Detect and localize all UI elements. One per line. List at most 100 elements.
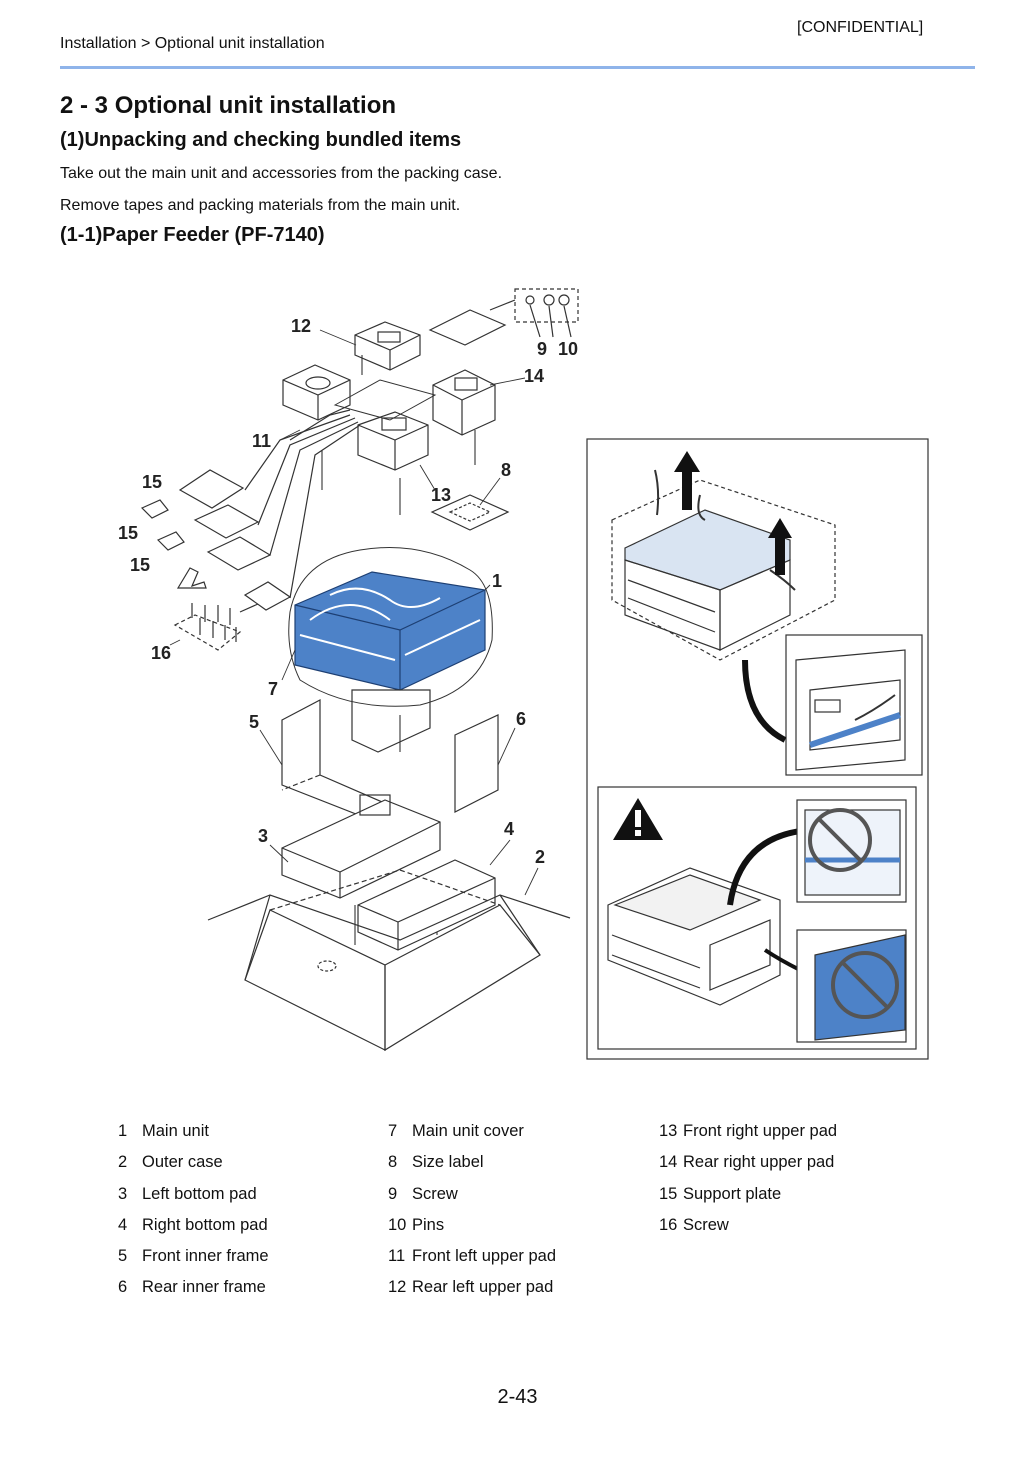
legend-item: 8 Size label xyxy=(388,1153,556,1184)
lifting-inset xyxy=(586,438,929,1060)
legend-column-3: 13 Front right upper pad 14 Rear right upp… xyxy=(659,1122,837,1247)
callout-15a: 15 xyxy=(142,472,162,492)
legend-item: 3 Left bottom pad xyxy=(118,1185,269,1216)
legend-item: 9 Screw xyxy=(388,1185,556,1216)
legend-number: 15 xyxy=(659,1184,678,1203)
callout-leaders xyxy=(169,329,539,896)
legend-number: 3 xyxy=(118,1184,128,1203)
page-number: 2-43 xyxy=(497,1386,538,1408)
upper-pad-12 xyxy=(354,321,421,371)
legend-number: 8 xyxy=(388,1153,398,1172)
legend-number: 11 xyxy=(388,1247,406,1266)
callout-7: 7 xyxy=(268,679,278,699)
legend-label: Rear left upper pad xyxy=(412,1278,554,1297)
callout-10: 10 xyxy=(558,339,578,359)
legend-number: 1 xyxy=(118,1122,128,1140)
callout-9: 9 xyxy=(537,339,547,359)
legend-label: Left bottom pad xyxy=(142,1184,257,1203)
header-rule xyxy=(60,66,975,69)
legend-number: 10 xyxy=(388,1215,407,1234)
callout-5: 5 xyxy=(249,712,259,732)
callout-15b: 15 xyxy=(118,523,138,543)
support-plate-c xyxy=(176,567,207,589)
bag-sheet xyxy=(428,309,507,346)
legend-number: 6 xyxy=(118,1278,128,1297)
sheet-a xyxy=(178,469,245,509)
subsection-title: (1)Unpacking and checking bundled items xyxy=(60,129,462,151)
legend-number: 16 xyxy=(659,1215,678,1234)
legend-item: 13 Front right upper pad xyxy=(659,1122,837,1153)
callout-numbers: 12 9 10 14 11 8 15 13 15 15 1 16 7 5 6 3… xyxy=(118,316,578,867)
sheet-b xyxy=(193,504,260,539)
legend-label: Front left upper pad xyxy=(412,1247,557,1266)
legend-label: Rear inner frame xyxy=(142,1278,266,1297)
callout-16: 16 xyxy=(151,643,171,663)
callout-4: 4 xyxy=(504,819,514,839)
legend-item: 5 Front inner frame xyxy=(118,1247,269,1278)
section-title: 2 - 3 Optional unit installation xyxy=(60,92,397,119)
legend-label: Size label xyxy=(412,1153,484,1172)
callout-13: 13 xyxy=(431,485,451,505)
lift-up-arrows xyxy=(674,451,792,575)
legend-item: 12 Rear left upper pad xyxy=(388,1278,556,1309)
legend-number: 9 xyxy=(388,1184,398,1203)
legend-item: 15 Support plate xyxy=(659,1185,837,1216)
packing-diagram: 12 9 10 14 11 8 15 13 15 15 1 16 7 5 6 3… xyxy=(118,288,929,1060)
legend-number: 5 xyxy=(118,1247,128,1266)
legend-label: Support plate xyxy=(683,1184,782,1203)
main-unit xyxy=(294,571,486,691)
paragraph-unpack: Take out the main unit and accessories f… xyxy=(60,165,503,182)
upper-pad-14 xyxy=(432,369,496,436)
callout-15c: 15 xyxy=(130,555,150,575)
callout-6: 6 xyxy=(516,709,526,729)
paragraph-remove-tapes: Remove tapes and packing materials from … xyxy=(60,197,461,214)
callout-2: 2 xyxy=(535,847,545,867)
rear-inner-frame xyxy=(351,689,431,753)
legend-item: 11 Front left upper pad xyxy=(388,1247,556,1278)
legend-label: Outer case xyxy=(142,1153,223,1172)
callout-8: 8 xyxy=(501,460,511,480)
outer-case xyxy=(207,869,571,1052)
exploded-view xyxy=(140,288,579,1052)
lift-illustration xyxy=(611,469,836,661)
sub-subsection-title: (1-1)Paper Feeder (PF-7140) xyxy=(60,224,325,246)
callout-12: 12 xyxy=(291,316,311,336)
legend-item: 14 Rear right upper pad xyxy=(659,1153,837,1184)
legend-number: 2 xyxy=(118,1153,128,1172)
screw-pin-group xyxy=(489,288,579,338)
legend-label: Screw xyxy=(683,1215,729,1234)
warning-triangle-icon xyxy=(613,798,663,840)
legend-label: Pins xyxy=(412,1215,445,1234)
legend-item: 10 Pins xyxy=(388,1216,556,1247)
support-plate-a xyxy=(140,499,169,519)
upper-pad-11 xyxy=(282,364,351,421)
legend-number: 14 xyxy=(659,1153,678,1172)
callout-1: 1 xyxy=(492,571,502,591)
legend-item: 2 Outer case xyxy=(118,1153,269,1184)
upper-pad-13 xyxy=(357,411,429,471)
legend-item: 6 Rear inner frame xyxy=(118,1278,269,1309)
screw-group-16 xyxy=(173,603,259,651)
sheet-d xyxy=(243,581,292,611)
legend-number: 12 xyxy=(388,1278,407,1297)
legend-number: 13 xyxy=(659,1122,678,1140)
legend-label: Screw xyxy=(412,1184,458,1203)
main-unit-cover xyxy=(288,547,493,707)
legend-item: 16 Screw xyxy=(659,1216,837,1247)
size-label-sheet xyxy=(430,494,510,531)
right-bottom-pad xyxy=(357,859,496,951)
callout-11: 11 xyxy=(252,431,271,451)
callout-3: 3 xyxy=(258,826,268,846)
legend-label: Front right upper pad xyxy=(683,1122,838,1140)
callout-14: 14 xyxy=(524,366,544,386)
legend-label: Main unit cover xyxy=(412,1122,524,1140)
legend-item: 1 Main unit xyxy=(118,1122,269,1153)
legend-label: Front inner frame xyxy=(142,1247,269,1266)
legend-label: Rear right upper pad xyxy=(683,1153,835,1172)
legend-label: Main unit xyxy=(142,1122,209,1140)
sheet-c xyxy=(206,536,272,571)
